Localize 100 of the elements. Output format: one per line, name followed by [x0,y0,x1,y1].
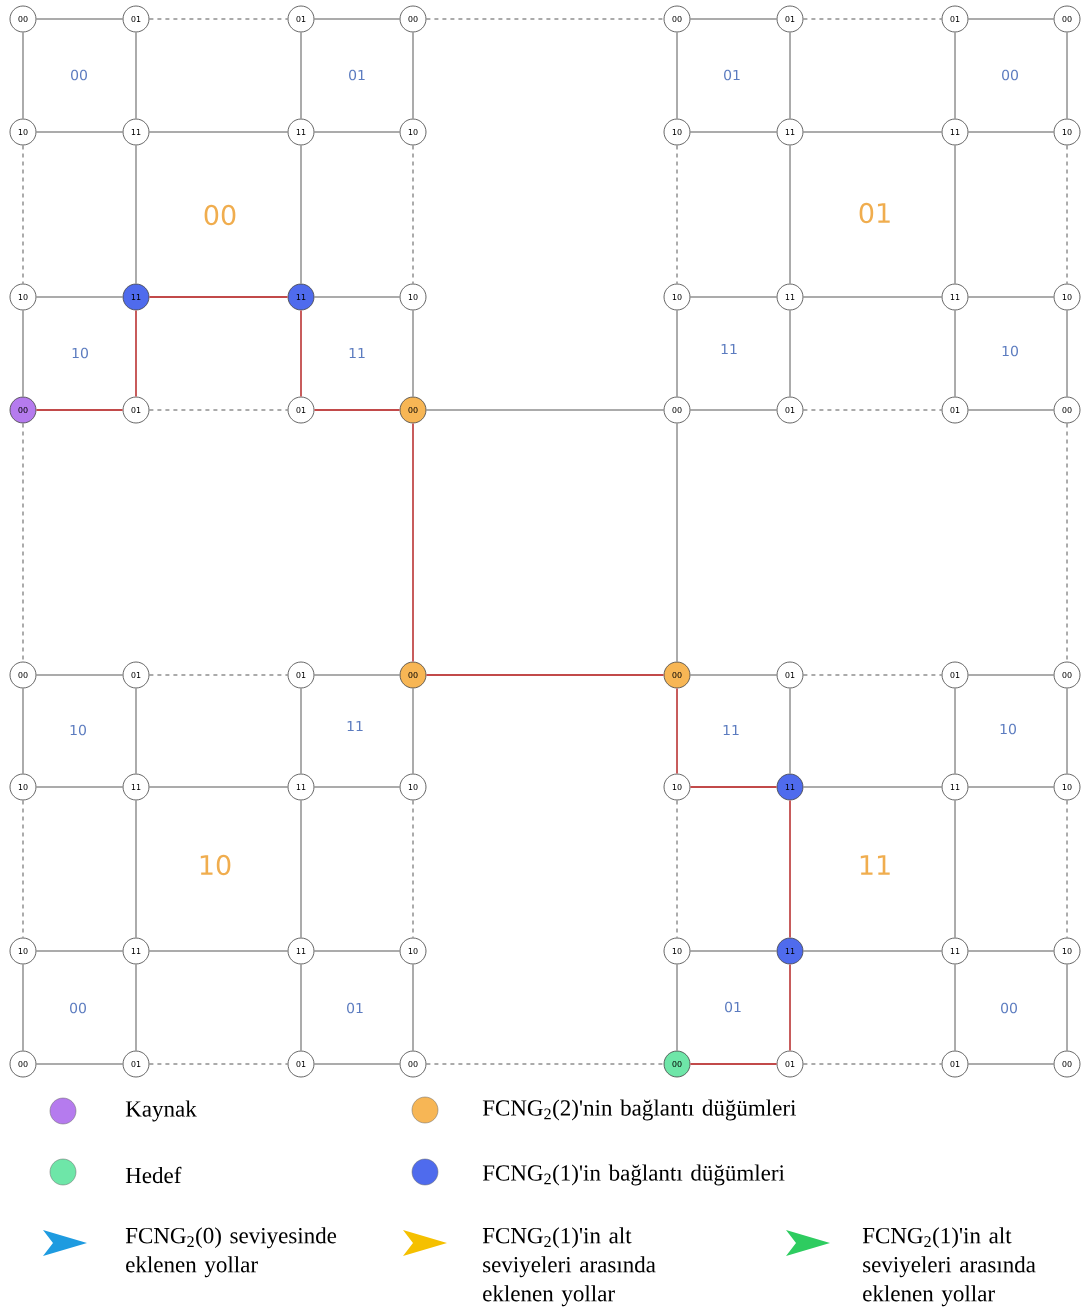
edge-line [313,786,401,788]
edge-line [689,674,778,676]
edge-line [802,409,943,411]
edge-line [35,131,124,133]
edge-line [135,309,137,398]
edge-line [35,1063,124,1065]
edge-line [967,296,1055,298]
edge-line [300,799,302,939]
edge-line [313,296,401,298]
legend-text: FCNG$_{2}$(1)'in alt seviyeleri arasında eklenen yollar [862,1227,1036,1307]
edge-line [789,799,791,939]
block-label: 10 [70,724,86,736]
edge-line [135,799,137,939]
edge-line [954,687,956,775]
edge-line [313,674,401,676]
edge-line [35,674,124,676]
edge-line [35,409,124,411]
edge-line [313,409,401,411]
edge-line [135,31,137,120]
edge-line [425,674,665,676]
edge-line [148,131,289,133]
edge-line [148,296,289,298]
edge-line [802,950,943,952]
edge-line [689,409,778,411]
edge-line [789,963,791,1052]
edge-line [425,18,665,20]
edge-line [802,131,943,133]
legend-text: Hedef [125,1166,182,1184]
edge-line [1066,144,1068,285]
edge-line [425,409,665,411]
block-label: 10 [1000,723,1016,735]
block-label: 00 [71,69,87,81]
edge-line [967,674,1055,676]
edge-line [1066,799,1068,939]
edge-line [425,1063,665,1065]
edge-line [22,963,24,1052]
edge-line [300,31,302,120]
edge-line [689,18,778,20]
edge-line [802,296,943,298]
edge-line [135,963,137,1052]
edge-line [22,144,24,285]
edge-line [1066,963,1068,1052]
edge-line [300,144,302,285]
edge-line [954,144,956,285]
edge-line [412,687,414,775]
edge-line [676,309,678,398]
legend-text: Kaynak [125,1100,197,1122]
block-label: 00 [1002,69,1018,81]
block-label: 10 [72,347,88,359]
legend-text: FCNG$_{2}$(2)'nin bağlantı düğümleri [482,1099,796,1121]
block-label: 01 [349,69,365,81]
edge-line [789,144,791,285]
edge-line [802,18,943,20]
block-label: 11 [347,720,363,732]
edge-line [313,18,401,20]
edge-line [967,131,1055,133]
block-label: 10 [1002,345,1018,357]
edge-line [967,786,1055,788]
edge-line [412,422,414,663]
edge-line [300,687,302,775]
edge-line [35,950,124,952]
edge-line [313,950,401,952]
legend-text: FCNG$_{2}$(0) seviyesinde eklenen yollar [125,1227,337,1278]
edge-line [22,309,24,398]
edge-line [676,31,678,120]
edge-line [22,687,24,775]
edge-line [412,144,414,285]
edge-line [967,950,1055,952]
edge-line [300,963,302,1052]
edge-line [35,296,124,298]
quadrant-label: 11 [860,855,890,875]
quadrant-label: 10 [200,854,231,876]
edge-line [676,799,678,939]
edge-line [148,950,289,952]
legend-text: FCNG$_{2}$(1)'in alt seviyeleri arasında eklenen yollar [482,1227,656,1307]
edge-line [676,963,678,1052]
edge-line [148,674,289,676]
edge-line [148,18,289,20]
edge-line [313,131,401,133]
edge-line [412,963,414,1052]
edge-line [967,1063,1055,1065]
edge-line [689,786,778,788]
edge-line [954,309,956,398]
edge-line [689,1063,778,1065]
edge-line [954,799,956,939]
edge-line [1066,687,1068,775]
edge-line [22,799,24,939]
edge-line [412,31,414,120]
edge-line [689,296,778,298]
edge-line [148,1063,289,1065]
block-label: 01 [725,1001,741,1013]
edge-line [148,409,289,411]
block-label: 01 [724,69,740,81]
edge-line [1066,31,1068,120]
block-label: 00 [70,1002,86,1014]
edge-line [1066,309,1068,398]
edge-line [300,309,302,398]
edge-line [412,799,414,939]
edge-line [676,687,678,775]
edge-line [676,422,678,663]
